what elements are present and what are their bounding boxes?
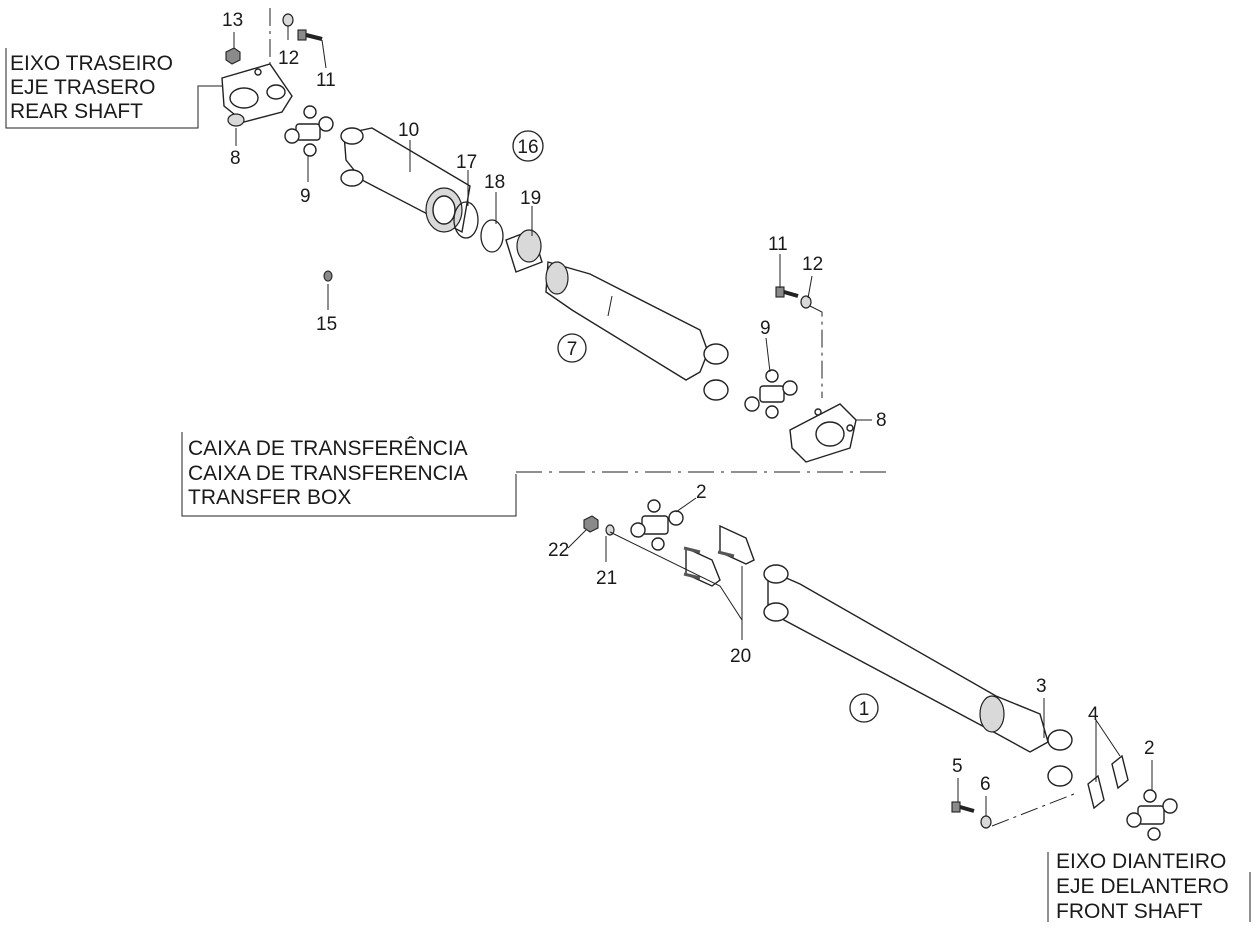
callout-22: 22 — [548, 540, 569, 561]
callout-18: 18 — [484, 172, 505, 193]
o-ring-18 — [480, 219, 504, 253]
callout-13: 13 — [222, 10, 243, 31]
slip-yoke-tube-10 — [340, 127, 471, 234]
circle-1 — [849, 693, 879, 723]
callout-12-top: 12 — [278, 48, 299, 69]
bolt-5-icon — [951, 801, 975, 813]
callout-15: 15 — [316, 314, 337, 335]
front-caption-es: EJE DELANTERO — [1056, 875, 1229, 898]
circle-16 — [512, 130, 544, 162]
roll-pin-15-icon — [323, 270, 333, 282]
universal-joint-9-rear — [284, 105, 334, 157]
callout-8-right: 8 — [876, 410, 887, 431]
transfer-caption-en: TRANSFER BOX — [188, 486, 351, 509]
u-bolt-20-left — [683, 546, 721, 587]
callout-21: 21 — [596, 568, 617, 589]
flange-yoke-8-right — [789, 403, 857, 463]
rear-caption-es: EJE TRASERO — [10, 76, 155, 99]
callout-7: 7 — [567, 339, 578, 360]
callout-11-right: 11 — [768, 234, 788, 255]
rear-caption-pt: EIXO TRASEIRO — [10, 52, 173, 75]
splined-shaft-7 — [545, 261, 729, 401]
callout-19: 19 — [520, 188, 541, 209]
universal-joint-2-upper — [630, 499, 684, 551]
universal-joint-2-lower — [1126, 789, 1178, 841]
front-shaft-caption: EIXO DIANTEIRO EJE DELANTERO FRONT SHAFT — [1047, 850, 1251, 923]
seal-ring-17 — [453, 201, 479, 239]
washer-6-icon — [980, 815, 992, 829]
rear-flange-yoke — [221, 63, 293, 127]
callout-3: 3 — [1036, 676, 1047, 697]
transfer-caption-pt: CAIXA DE TRANSFERÊNCIA — [188, 437, 468, 460]
callout-9-right: 9 — [760, 318, 771, 339]
strap-4-right — [1111, 754, 1129, 790]
leader-lines — [233, 26, 1153, 816]
front-caption-en: FRONT SHAFT — [1056, 900, 1203, 923]
callout-numbers: 13 12 11 8 9 10 17 18 19 15 11 12 9 8 2 … — [222, 10, 1155, 795]
u-bolt-20-right — [717, 524, 755, 565]
callout-12-right: 12 — [802, 254, 823, 275]
rear-shaft-caption: EIXO TRASEIRO EJE TRASERO REAR SHAFT — [5, 48, 222, 129]
callout-8-left: 8 — [230, 148, 241, 169]
circled-callouts: 16 7 1 — [512, 130, 879, 723]
bolt-11-icon — [297, 29, 323, 41]
callout-17: 17 — [456, 152, 477, 173]
callout-5: 5 — [952, 756, 963, 777]
callout-6: 6 — [980, 774, 991, 795]
rear-caption-en: REAR SHAFT — [10, 100, 143, 123]
nut-13-icon — [225, 47, 241, 65]
transfer-caption-es: CAIXA DE TRANSFERENCIA — [188, 462, 468, 485]
callout-11-top: 11 — [316, 70, 336, 91]
callout-4: 4 — [1088, 704, 1099, 725]
callout-9-left: 9 — [300, 186, 311, 207]
front-shaft-1 — [763, 564, 1073, 787]
callout-1: 1 — [859, 699, 870, 720]
washer-12-icon — [282, 13, 294, 27]
callout-10: 10 — [398, 120, 419, 141]
washer-12-right-icon — [800, 295, 812, 309]
transfer-box-caption: CAIXA DE TRANSFERÊNCIA CAIXA DE TRANSFER… — [181, 432, 517, 517]
universal-joint-9-mid — [744, 369, 798, 419]
strap-4-left — [1087, 774, 1105, 810]
front-caption-pt: EIXO DIANTEIRO — [1056, 850, 1226, 873]
callout-20: 20 — [730, 646, 751, 667]
bolt-11-right-icon — [775, 286, 799, 298]
nut-22-icon — [583, 515, 599, 533]
callout-2-upper: 2 — [696, 482, 707, 503]
circle-7 — [557, 333, 587, 363]
callout-16: 16 — [517, 137, 538, 158]
bushing-19 — [505, 229, 543, 273]
callout-2-lower: 2 — [1144, 738, 1155, 759]
